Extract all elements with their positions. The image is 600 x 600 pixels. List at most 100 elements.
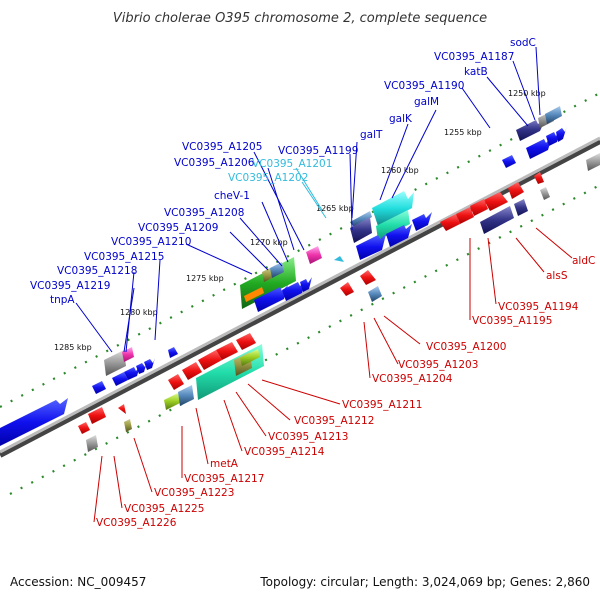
gene-label-VC0395-A1205[interactable]: VC0395_A1205 — [182, 141, 262, 153]
reverse-genes — [78, 153, 600, 452]
gene-feature[interactable] — [244, 287, 264, 302]
gene-label-sodC[interactable]: sodC — [510, 37, 536, 49]
gene-feature[interactable] — [0, 398, 68, 446]
gene-feature[interactable] — [168, 374, 184, 390]
gene-feature[interactable] — [270, 262, 284, 278]
gene-feature[interactable] — [136, 362, 147, 374]
gene-feature[interactable] — [240, 349, 260, 366]
gene-feature[interactable] — [236, 333, 256, 350]
gene-feature[interactable] — [88, 407, 106, 424]
gene-feature[interactable] — [122, 347, 134, 362]
gene-label-cheV-1[interactable]: cheV-1 — [214, 190, 250, 202]
gene-feature[interactable] — [368, 286, 382, 302]
gene-feature[interactable] — [456, 207, 474, 224]
gene-feature[interactable] — [516, 118, 546, 141]
gene-feature[interactable] — [440, 214, 460, 231]
reverse-leaders — [93, 227, 573, 523]
gene-label-VC0395-A1209[interactable]: VC0395_A1209 — [138, 222, 218, 234]
gene-label-VC0395-A1210[interactable]: VC0395_A1210 — [111, 236, 191, 248]
gene-feature[interactable] — [350, 211, 372, 227]
gene-feature[interactable] — [282, 280, 306, 301]
gene-label-VC0395-A1225[interactable]: VC0395_A1225 — [124, 503, 204, 515]
gene-label-VC0395-A1206[interactable]: VC0395_A1206 — [174, 157, 255, 169]
gene-feature[interactable] — [386, 224, 412, 247]
gene-feature[interactable] — [124, 419, 132, 432]
gene-label-VC0395-A1218[interactable]: VC0395_A1218 — [57, 265, 137, 277]
gene-label-VC0395-A1194[interactable]: VC0395_A1194 — [498, 301, 579, 313]
gene-label-VC0395-A1208[interactable]: VC0395_A1208 — [164, 207, 244, 219]
gene-feature[interactable] — [484, 192, 508, 211]
gene-feature[interactable] — [372, 191, 414, 226]
gene-feature[interactable] — [526, 136, 552, 159]
gene-feature[interactable] — [334, 256, 344, 262]
gene-feature[interactable] — [340, 282, 354, 296]
backbone — [0, 136, 600, 454]
gene-feature[interactable] — [412, 212, 432, 231]
gene-label-VC0395-A1203[interactable]: VC0395_A1203 — [398, 359, 478, 371]
reverse-labels: aldC alsS VC0395_A1194 VC0395_A1195 VC03… — [96, 255, 595, 529]
gene-feature[interactable] — [262, 268, 272, 282]
gene-feature[interactable] — [92, 381, 106, 394]
gene-feature[interactable] — [556, 126, 567, 142]
gene-label-VC0395-A1217[interactable]: VC0395_A1217 — [184, 473, 264, 485]
gene-feature[interactable] — [514, 199, 528, 216]
gene-feature[interactable] — [198, 350, 222, 370]
gene-feature[interactable] — [586, 153, 600, 171]
gene-feature[interactable] — [124, 366, 140, 380]
gene-feature[interactable] — [534, 172, 544, 184]
gene-label-VC0395-A1219[interactable]: VC0395_A1219 — [30, 280, 110, 292]
gene-label-metA[interactable]: metA — [210, 458, 239, 470]
gene-label-alsS[interactable]: alsS — [546, 270, 568, 282]
forward-genes — [0, 106, 567, 446]
gene-feature[interactable] — [540, 187, 550, 200]
gene-label-VC0395-A1187[interactable]: VC0395_A1187 — [434, 51, 514, 63]
gene-label-VC0395-A1202[interactable]: VC0395_A1202 — [228, 172, 308, 184]
gene-feature[interactable] — [508, 182, 524, 199]
gene-label-VC0395-A1211[interactable]: VC0395_A1211 — [342, 399, 422, 411]
gene-label-galK[interactable]: galK — [389, 113, 413, 125]
gene-label-VC0395-A1199[interactable]: VC0395_A1199 — [278, 145, 358, 157]
gene-feature[interactable] — [104, 350, 126, 376]
gene-feature[interactable] — [216, 342, 238, 360]
gene-label-VC0395-A1223[interactable]: VC0395_A1223 — [154, 487, 234, 499]
gene-feature[interactable] — [144, 358, 155, 370]
gene-label-VC0395-A1204[interactable]: VC0395_A1204 — [372, 373, 453, 385]
gene-feature[interactable] — [112, 372, 128, 386]
kbp-tick: 1285 kbp — [54, 343, 92, 352]
gene-feature[interactable] — [470, 199, 488, 216]
kbp-tick: 1250 kbp — [508, 89, 546, 98]
kbp-tick: 1270 kbp — [250, 238, 288, 247]
gene-label-VC0395-A1215[interactable]: VC0395_A1215 — [84, 251, 164, 263]
gene-label-tnpA[interactable]: tnpA — [50, 294, 75, 306]
gene-feature[interactable] — [182, 362, 202, 380]
gene-label-VC0395-A1195[interactable]: VC0395_A1195 — [472, 315, 552, 327]
gene-label-katB[interactable]: katB — [464, 66, 488, 78]
gene-label-VC0395-A1214[interactable]: VC0395_A1214 — [244, 446, 325, 458]
gene-label-galT[interactable]: galT — [360, 129, 383, 141]
gene-feature[interactable] — [350, 217, 372, 243]
gene-label-VC0395-A1226[interactable]: VC0395_A1226 — [96, 517, 177, 529]
gene-label-VC0395-A1200[interactable]: VC0395_A1200 — [426, 341, 506, 353]
gene-feature[interactable] — [360, 270, 376, 285]
gene-feature[interactable] — [178, 385, 194, 406]
gene-label-galM[interactable]: galM — [414, 96, 439, 108]
gene-label-aldC[interactable]: aldC — [572, 255, 595, 267]
gene-feature[interactable] — [502, 155, 516, 168]
gene-feature[interactable] — [376, 210, 410, 240]
gene-feature[interactable] — [480, 206, 514, 234]
gene-feature[interactable] — [545, 106, 562, 124]
gene-label-VC0395-A1190[interactable]: VC0395_A1190 — [384, 80, 464, 92]
gene-feature[interactable] — [86, 435, 98, 452]
gene-feature[interactable] — [306, 246, 322, 264]
gene-label-VC0395-A1213[interactable]: VC0395_A1213 — [268, 431, 348, 443]
gene-label-VC0395-A1201[interactable]: VC0395_A1201 — [252, 158, 332, 170]
gene-feature[interactable] — [164, 393, 180, 410]
gene-feature[interactable] — [168, 347, 178, 358]
gene-feature[interactable] — [300, 277, 312, 292]
gene-feature[interactable] — [356, 234, 386, 260]
gene-feature[interactable] — [546, 130, 560, 146]
gene-feature[interactable] — [118, 404, 126, 414]
gene-label-VC0395-A1212[interactable]: VC0395_A1212 — [294, 415, 374, 427]
gene-feature[interactable] — [254, 285, 288, 312]
gene-feature[interactable] — [78, 422, 90, 434]
